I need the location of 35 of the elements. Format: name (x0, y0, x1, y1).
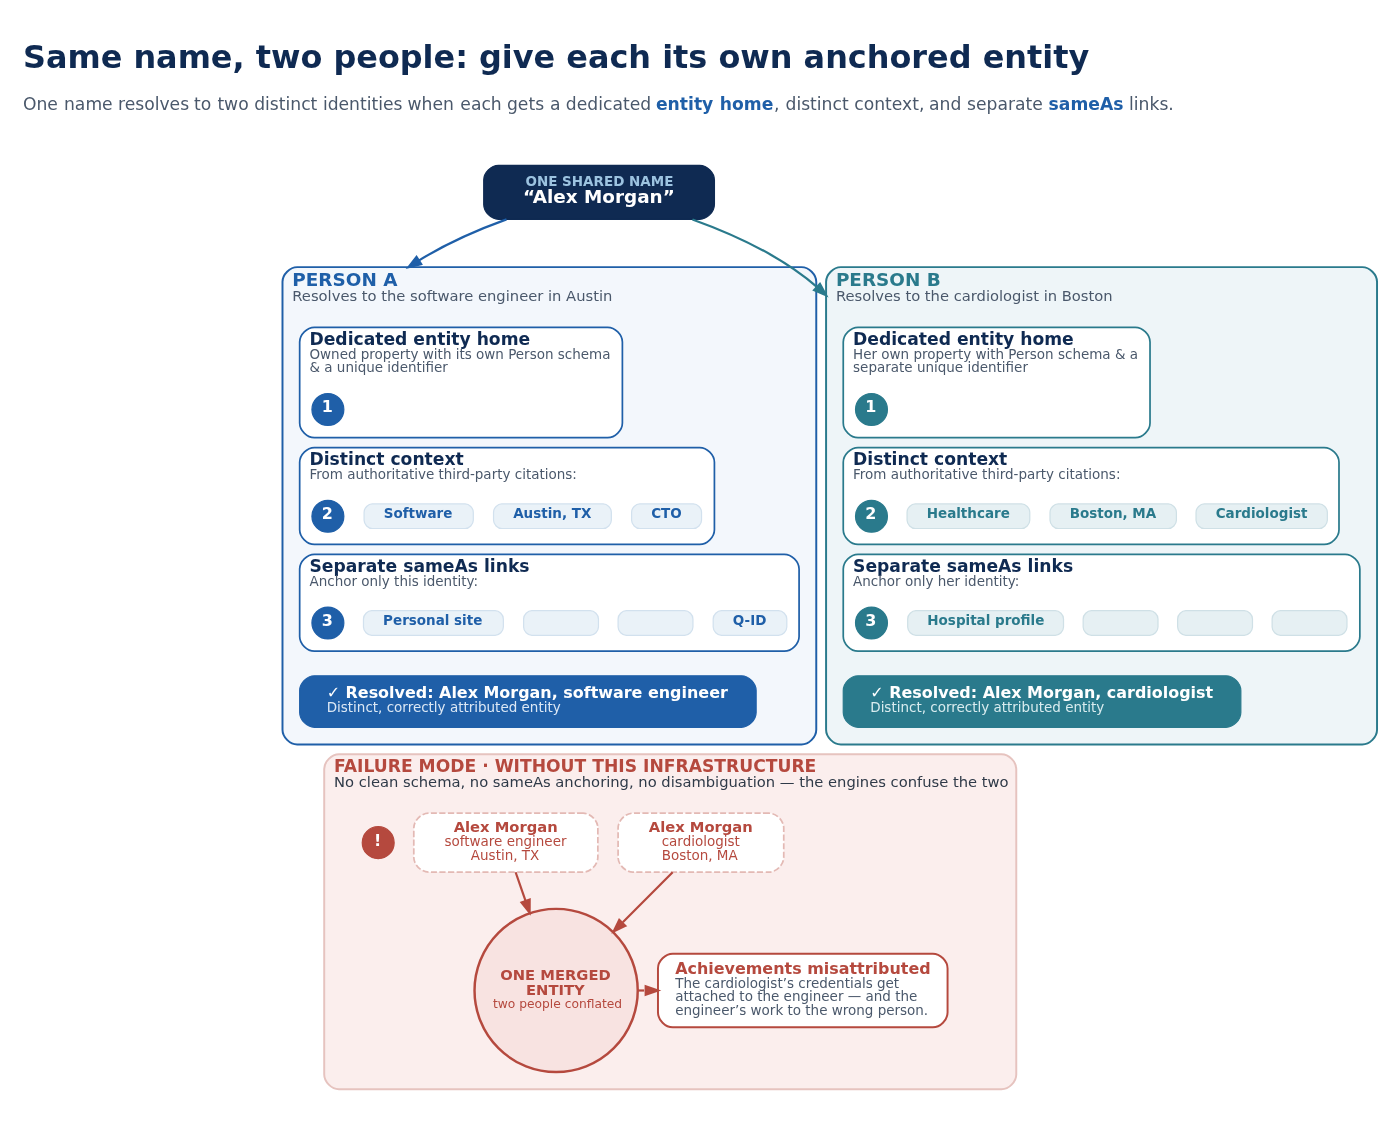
node-box: Alex Morgan cardiologist Boston, MA (617, 811, 785, 873)
node-box: Hospital profile (907, 609, 1065, 636)
node-circle: 1 (854, 392, 889, 426)
node-box: Healthcare (906, 502, 1031, 529)
node-box: Austin, TX (492, 502, 612, 529)
arrow (611, 870, 674, 934)
node-box (617, 609, 694, 636)
arrow (638, 984, 662, 996)
node-circle: 3 (311, 605, 345, 640)
diagram-title: Same name, two people: give each its own anchored entity (22, 37, 1090, 76)
node-box: ✓ Resolved: Alex Morgan, cardiologist Distinct, correctly attributed entity (842, 674, 1242, 728)
node-box: CTO (630, 502, 703, 529)
arrow (692, 217, 829, 297)
node-box: Software (363, 502, 474, 529)
node-circle: 2 (311, 499, 345, 533)
node-circle: 3 (854, 605, 889, 640)
node-box: Alex Morgan software engineer Austin, TX (412, 811, 599, 873)
node-circle: 2 (854, 499, 889, 533)
node-box (1082, 609, 1159, 636)
node-box: Boston, MA (1049, 502, 1178, 529)
node-box: Achievements misattributed The cardiologist’s credentials get attached to the engineer — and the engineer’s work to the wrong person. (657, 952, 949, 1028)
node-circle: 1 (311, 392, 345, 426)
arrow (405, 217, 507, 269)
node-box (523, 609, 600, 636)
node-box (1177, 609, 1254, 636)
node-box: Personal site (362, 609, 504, 636)
node-box (1271, 609, 1348, 636)
node-box: Q-ID (712, 609, 788, 636)
node-box: ✓ Resolved: Alex Morgan, software engineer Distinct, correctly attributed entity (299, 674, 757, 728)
node-box: ONE SHARED NAME “Alex Morgan” (483, 164, 716, 220)
arrow (514, 871, 531, 916)
label: One name resolves to two distinct identities when each gets a dedicated entity home, distinct context, and separate sameAs links. (22, 93, 1174, 114)
node-box: Cardiologist (1195, 502, 1328, 529)
node-circle: ! (361, 825, 395, 859)
node-circle: ONE MERGED ENTITY two people conflated (473, 907, 639, 1073)
